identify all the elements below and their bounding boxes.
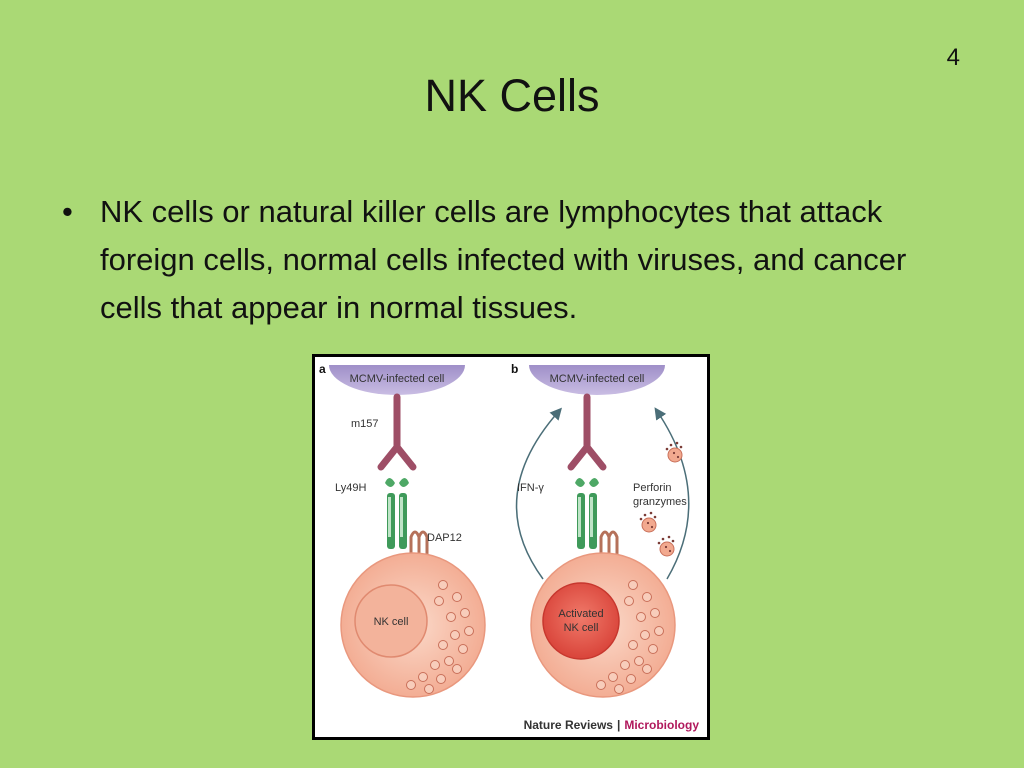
- credit-journal: Nature Reviews: [524, 718, 614, 732]
- bullet-text: NK cells or natural killer cells are lym…: [100, 194, 907, 325]
- granule: [464, 626, 474, 636]
- granule: [640, 630, 650, 640]
- granule: [452, 664, 462, 674]
- panel-a-target-cell-label: MCMV-infected cell: [350, 373, 445, 385]
- panel-b-nk-cell-label-line2: NK cell: [564, 622, 599, 634]
- granule: [614, 684, 624, 694]
- panel-b-target-cell: [529, 365, 665, 395]
- panel-b-ifn-label: IFN-γ: [517, 482, 544, 494]
- panel-a-m157-ligand: [377, 393, 417, 471]
- panel-a-letter: a: [319, 362, 326, 376]
- panel-a-ly49h-label: Ly49H: [335, 482, 366, 494]
- panel-a-nk-cell-label: NK cell: [374, 616, 409, 628]
- diagram-canvas: a MCMV-infected cell m157 Ly49H DAP12: [319, 362, 700, 732]
- granule: [424, 684, 434, 694]
- panel-a-ly49h-receptor: [385, 478, 409, 549]
- credit-separator: |: [617, 718, 620, 732]
- granule: [628, 640, 638, 650]
- nk-cell-diagram: a MCMV-infected cell m157 Ly49H DAP12: [312, 354, 710, 740]
- granule: [430, 660, 440, 670]
- panel-a-dap12-adaptor: [409, 530, 429, 557]
- panel-b-activated-nucleus: [542, 582, 620, 660]
- panel-a-dap12-label: DAP12: [427, 532, 462, 544]
- granule: [406, 680, 416, 690]
- granule: [636, 612, 646, 622]
- panel-a-nk-nucleus: [354, 584, 428, 658]
- granule: [444, 656, 454, 666]
- granule: [650, 608, 660, 618]
- granule: [446, 612, 456, 622]
- granule: [634, 656, 644, 666]
- granule: [642, 592, 652, 602]
- panel-b-nk-cell-label-line1: Activated: [558, 608, 603, 620]
- panel-b-letter: b: [511, 362, 518, 376]
- granule: [624, 596, 634, 606]
- panel-b-granzymes-label: granzymes: [633, 496, 687, 508]
- panel-b-m157-ligand: [567, 393, 607, 471]
- panel-b-perforin-arrow: [654, 407, 690, 580]
- granule: [418, 672, 428, 682]
- panel-a-granules: [406, 580, 474, 694]
- granule: [434, 596, 444, 606]
- credit-field: Microbiology: [624, 718, 699, 732]
- granule: [452, 592, 462, 602]
- granule: [626, 674, 636, 684]
- granule: [648, 644, 658, 654]
- panel-b-ly49h-receptor: [575, 478, 599, 549]
- granule: [458, 644, 468, 654]
- panel-b-released-granules: [639, 441, 683, 557]
- slide-title: NK Cells: [424, 70, 600, 121]
- panel-b-ifn-arrow: [515, 407, 562, 580]
- slide-number: 4: [946, 44, 960, 71]
- granule: [654, 626, 664, 636]
- panel-b-perforin-label: Perforin: [633, 482, 672, 494]
- granule: [460, 608, 470, 618]
- granule: [642, 664, 652, 674]
- panel-a-m157-label: m157: [351, 418, 379, 430]
- panel-b-granules: [596, 580, 664, 694]
- panel-a-target-cell: [329, 365, 465, 395]
- figure-credit: Nature Reviews| Microbiology: [524, 718, 700, 732]
- granule: [450, 630, 460, 640]
- bullet-marker: •: [62, 194, 73, 229]
- granule: [438, 580, 448, 590]
- granule: [436, 674, 446, 684]
- granule: [628, 580, 638, 590]
- granule: [438, 640, 448, 650]
- panel-b-target-cell-label: MCMV-infected cell: [550, 373, 645, 385]
- granule: [620, 660, 630, 670]
- granule: [596, 680, 606, 690]
- granule: [608, 672, 618, 682]
- panel-b-dap12-adaptor: [599, 530, 619, 557]
